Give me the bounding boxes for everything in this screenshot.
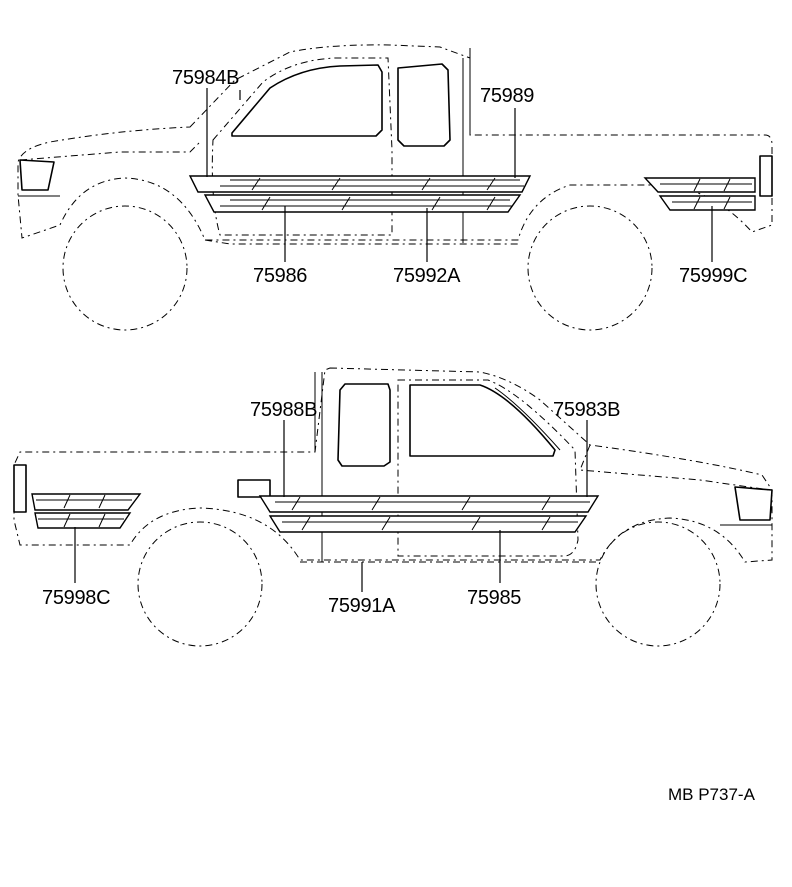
truck-right-side-view (13, 367, 773, 647)
callout-75984b: 75984B (172, 67, 240, 89)
callout-75991a: 75991A (328, 595, 396, 617)
callout-75988b: 75988B (250, 399, 318, 421)
callout-75985: 75985 (467, 587, 522, 609)
diagram-reference-code: MB P737-A (668, 785, 755, 804)
callout-75992a: 75992A (393, 265, 461, 287)
callout-75998c: 75998C (42, 587, 111, 609)
callout-75986: 75986 (253, 265, 308, 287)
callout-75989: 75989 (480, 85, 535, 107)
truck-left-side-view (17, 44, 773, 331)
callout-75999c: 75999C (679, 265, 748, 287)
callout-75983b: 75983B (553, 399, 621, 421)
